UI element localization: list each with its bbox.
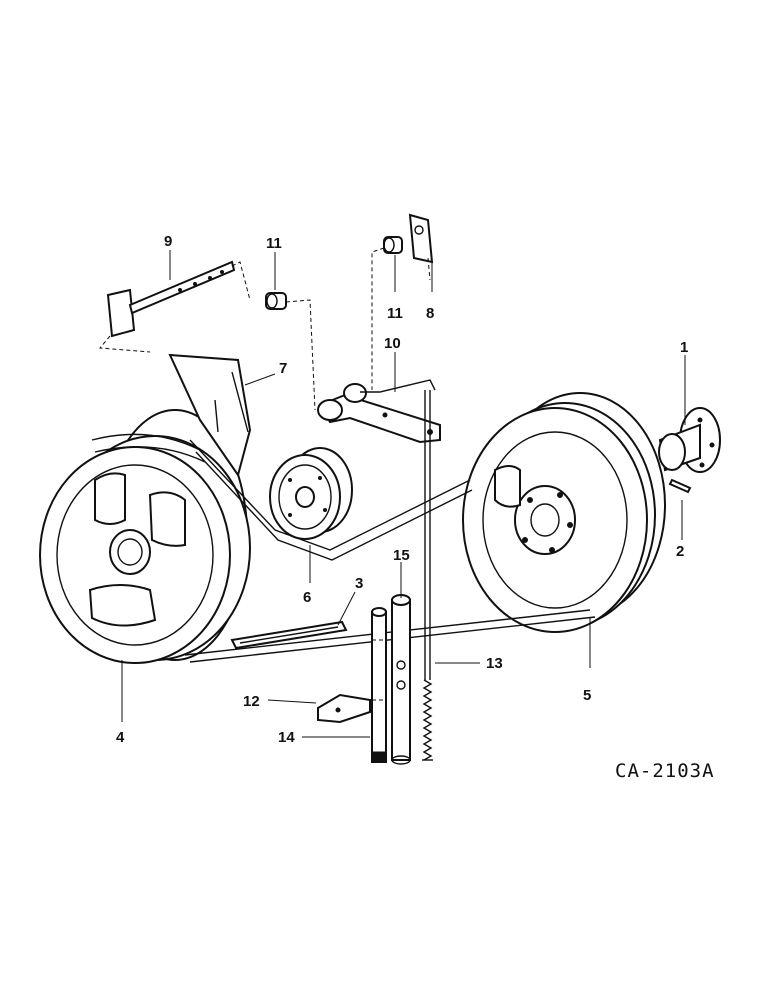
angle-bracket (317, 693, 371, 724)
leader-lines (121, 250, 686, 738)
drive-belt (184, 439, 596, 663)
callout-13: 13 (486, 655, 503, 672)
callout-15: 15 (393, 547, 410, 564)
drawing-code: CA-2103A (615, 760, 715, 782)
callout-6: 6 (303, 589, 311, 606)
callout-14: 14 (278, 729, 295, 746)
key (668, 478, 692, 494)
pulley-hub (658, 407, 721, 473)
callout-8: 8 (426, 305, 434, 322)
idler-pulley (269, 447, 353, 540)
right-pulley (462, 392, 666, 633)
callout-1: 1 (680, 339, 688, 356)
callout-5: 5 (583, 687, 591, 704)
callout-11-left: 11 (266, 235, 282, 252)
callout-2: 2 (676, 543, 684, 560)
callout-3: 3 (355, 575, 363, 592)
callout-7: 7 (279, 360, 287, 377)
idler-arm (317, 379, 441, 444)
support-tube (391, 594, 411, 765)
adjusting-long-rod (422, 390, 433, 761)
callout-4: 4 (116, 729, 125, 746)
idler-bracket (168, 353, 252, 478)
threaded-stud (371, 607, 387, 763)
left-pulley (39, 409, 251, 664)
adjusting-rod (98, 260, 251, 353)
pivot-bracket (408, 213, 434, 281)
callout-9: 9 (164, 233, 172, 250)
callout-10: 10 (384, 335, 401, 352)
belt-guard (230, 620, 348, 650)
callout-12: 12 (243, 693, 260, 710)
bushing-left (265, 292, 316, 411)
bushing-right (371, 236, 403, 390)
callout-11-right: 11 (387, 305, 403, 322)
